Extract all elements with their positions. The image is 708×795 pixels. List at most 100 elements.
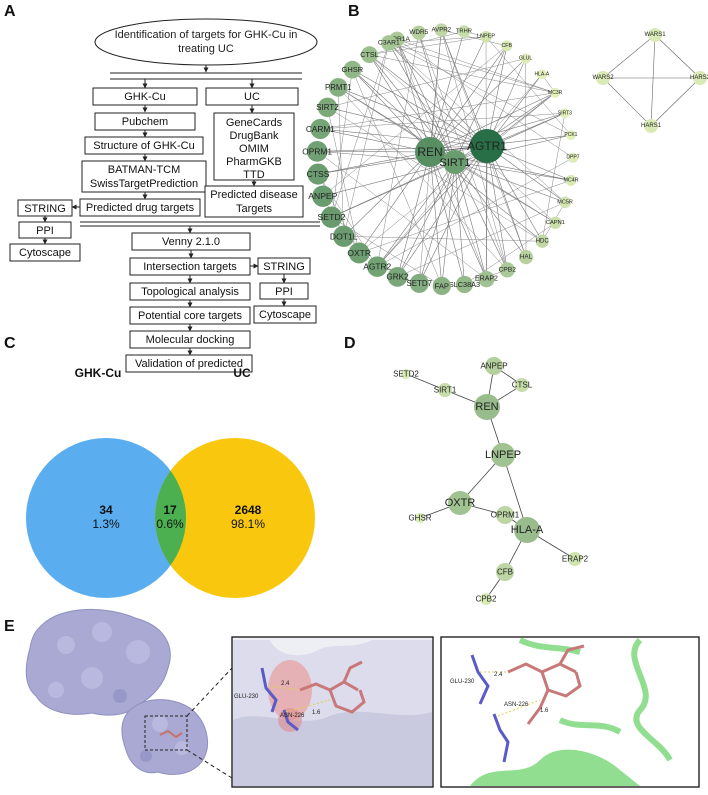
network-edge — [343, 236, 543, 242]
venny-box: Venny 2.1.0 — [131, 232, 251, 251]
network-edge — [454, 161, 556, 224]
network-edge — [418, 32, 508, 270]
node-sirt3 — [559, 108, 570, 119]
node-lnpep — [480, 30, 492, 43]
network-edge — [502, 454, 528, 531]
network-edge — [317, 151, 487, 280]
venn-overlap-pct: 0.6% — [156, 517, 184, 531]
node-mc5r — [559, 196, 571, 209]
db-drugbank: DrugBank — [230, 130, 279, 142]
node-hars2 — [693, 71, 707, 85]
node-label: SLC38A3 — [449, 280, 480, 289]
network-edge — [486, 145, 543, 242]
zoom2-residue1: GLU-230 — [450, 679, 475, 685]
node-label: GRK2 — [386, 272, 409, 281]
node-label: LNPEP — [485, 449, 521, 461]
network-edge — [388, 42, 488, 147]
node-dot1l — [333, 225, 355, 247]
network-edge — [331, 42, 390, 218]
node-label: SETD2 — [317, 212, 345, 222]
network-edge — [602, 34, 656, 79]
venn-left-title: GHK-Cu — [75, 366, 122, 380]
panel-a: A Identification of targets for GHK-Cu i… — [4, 3, 320, 373]
node-cfb — [501, 40, 513, 52]
node-anpep — [485, 357, 503, 375]
db-genecards: GeneCards — [226, 117, 283, 129]
docking-zoom-surface: GLU-230 ASN-226 2.4 1.6 — [231, 636, 434, 788]
node-anpep — [312, 185, 334, 207]
db-omim: OMIM — [239, 143, 269, 155]
node-hars1 — [644, 119, 658, 133]
node-oxtr — [448, 491, 472, 515]
string-left-label: STRING — [24, 203, 66, 215]
node-label: SIRT1 — [434, 386, 457, 395]
venn-right-count: 2648 — [235, 503, 262, 517]
network-edge — [441, 29, 507, 47]
network-edge — [317, 145, 488, 152]
ppi-right-label: PPI — [275, 286, 293, 298]
node-label: OPRM1 — [302, 146, 332, 156]
docking-label: Molecular docking — [146, 334, 235, 346]
cyto-right-box: Cytoscape — [253, 305, 317, 324]
network-edge — [441, 29, 488, 147]
node-label: AVPR2 — [432, 27, 452, 34]
network-edge — [352, 69, 488, 147]
network-edge — [388, 42, 566, 203]
zoom1-dist2: 1.6 — [312, 710, 321, 716]
network-edge — [343, 42, 390, 237]
venn-right-circle — [155, 438, 315, 598]
node-label: DOT1L — [330, 231, 358, 241]
potential-box: Potential core targets — [129, 306, 251, 325]
node-setd2 — [320, 206, 343, 228]
node-hdc — [535, 234, 549, 248]
network-edge — [429, 31, 465, 153]
batman-line1: BATMAN-TCM — [108, 164, 181, 176]
network-edge — [327, 58, 526, 108]
zoom1-residue1: GLU-230 — [234, 694, 259, 700]
network-edge — [337, 87, 344, 237]
node-sirt1 — [438, 383, 452, 397]
panel-c: C GHK-Cu UC 34 1.3% 17 0.6% 2648 98.1% — [4, 335, 315, 598]
protein-surface — [25, 608, 233, 779]
node-c3ar1 — [381, 35, 397, 51]
node-label: OXTR — [445, 497, 476, 509]
network-edge — [397, 145, 488, 278]
network-edge — [352, 69, 431, 153]
node-oxtr — [348, 242, 370, 264]
network-edge — [327, 107, 543, 242]
network-edge — [322, 161, 456, 197]
network-edge — [486, 145, 527, 258]
network-edge — [486, 145, 508, 270]
venn-left-pct: 1.3% — [92, 517, 120, 531]
hub-label-agtr1: AGTR1 — [467, 139, 507, 153]
node-label: WDR5 — [409, 29, 428, 36]
ppi-right-box: PPI — [259, 282, 309, 300]
db-pharmgkb: PharmGKB — [226, 156, 282, 168]
panel-label-b: B — [348, 3, 360, 20]
network-edge — [317, 151, 431, 175]
node-label: CFB — [501, 43, 512, 49]
network-edge — [369, 54, 488, 147]
zoom1-dist1: 2.4 — [281, 681, 290, 687]
venn-left-circle — [26, 438, 186, 598]
network-edge — [369, 54, 556, 94]
node-carm1 — [310, 118, 331, 139]
cyto-right-label: Cytoscape — [259, 309, 311, 321]
string-right-box: STRING — [257, 257, 311, 275]
network-edge — [320, 128, 488, 147]
node-ghsr — [343, 60, 362, 79]
panel-e: E — [4, 608, 700, 788]
node-label: DPP7 — [566, 155, 579, 161]
node-capn1 — [549, 216, 562, 229]
node-cpb2 — [499, 262, 515, 278]
docking-zoom-cartoon: GLU-230 ASN-226 2.4 1.6 — [440, 636, 700, 788]
network-edge — [454, 161, 465, 285]
network-edge — [397, 202, 566, 278]
network-edge — [429, 151, 443, 286]
node-label: ANPEP — [480, 362, 507, 371]
uc-label: UC — [244, 91, 260, 103]
network-edge — [654, 34, 701, 79]
network-edge — [343, 151, 431, 237]
